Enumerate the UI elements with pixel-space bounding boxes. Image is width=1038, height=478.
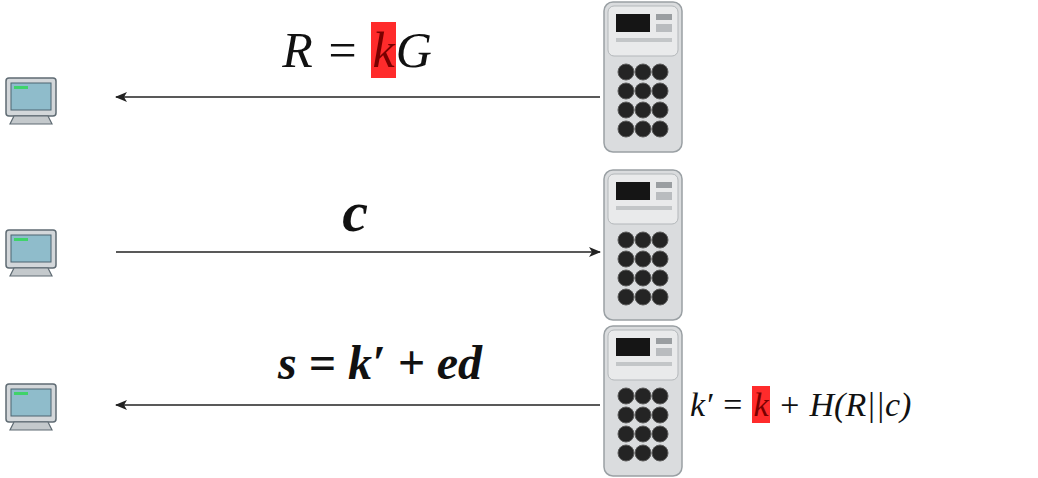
math-char: | — [866, 386, 875, 423]
math-char: ′ — [372, 336, 386, 389]
math-char: H — [810, 386, 835, 423]
math-label: k′ = k + H(R||c) — [690, 386, 911, 423]
math-char: + — [397, 336, 424, 389]
computer-icon — [6, 230, 56, 276]
math-char: + — [778, 386, 801, 423]
math-char — [297, 336, 309, 389]
math-char: e — [437, 336, 458, 389]
math-char — [336, 336, 348, 389]
math-char — [425, 336, 437, 389]
math-char: c — [885, 386, 900, 423]
secret-highlight: k — [752, 386, 769, 423]
math-label: s = k′ + ed — [278, 337, 482, 390]
math-char: ( — [834, 386, 845, 423]
math-char: = — [309, 336, 336, 389]
math-char: ) — [900, 386, 911, 423]
math-char: d — [458, 336, 482, 389]
math-char — [770, 386, 779, 423]
math-char: R — [282, 22, 313, 78]
math-char: ′ — [705, 386, 712, 423]
computer-icon — [6, 78, 56, 124]
hardware-wallet-icon — [604, 2, 682, 152]
hardware-wallet-icon — [604, 170, 682, 320]
message-arrow — [116, 251, 600, 253]
message-arrow — [116, 96, 600, 98]
math-char — [385, 336, 397, 389]
secret-highlight: k — [371, 22, 395, 78]
math-char: G — [396, 22, 432, 78]
computer-icon — [6, 384, 56, 430]
math-char: | — [876, 386, 885, 423]
math-char: s — [278, 336, 297, 389]
math-char: c — [342, 179, 368, 244]
math-char — [801, 386, 810, 423]
math-char — [359, 22, 372, 78]
math-label: R = kG — [282, 23, 432, 78]
hardware-wallet-icon — [604, 326, 682, 476]
math-char: R — [845, 386, 866, 423]
message-arrow — [116, 404, 600, 406]
math-char: = — [721, 386, 744, 423]
math-char — [313, 22, 326, 78]
math-char: k — [690, 386, 705, 423]
math-char — [713, 386, 722, 423]
math-char: = — [325, 22, 359, 78]
math-label: c — [342, 180, 368, 244]
math-char: k — [348, 336, 372, 389]
